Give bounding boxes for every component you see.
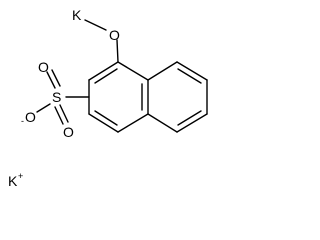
bond-s-o-lower-b — [59, 104, 69, 123]
double-bond-c5-c6 — [177, 68, 202, 84]
bond-s-o-lower-a — [54, 106, 64, 125]
structure-diagram: K O S O O O - K + — [8, 7, 208, 189]
label-oxygen-anion: O — [25, 109, 36, 125]
label-cation-charge: + — [18, 171, 23, 181]
label-oxygen-lower: O — [63, 124, 74, 140]
label-oxygen-upper: O — [38, 59, 49, 75]
bond-c1-c8a — [117, 113, 149, 133]
bond-s-o-upper-b — [51, 69, 61, 87]
double-bond-c2-c1 — [94, 110, 118, 126]
bond-s-o-anion — [36, 103, 51, 113]
bond-c2-c1 — [88, 113, 119, 133]
bond-k-o — [84, 19, 107, 31]
bonds — [36, 19, 208, 133]
molecule-svg: K O S O O O - K + — [8, 7, 208, 189]
bond-c8-c8a — [147, 113, 178, 133]
bond-c5-c6 — [176, 61, 208, 81]
label-potassium-ion: K — [8, 173, 18, 189]
bond-s-o-upper-a — [46, 71, 56, 89]
label-sulfur: S — [52, 89, 61, 105]
bond-c4-c3 — [88, 61, 119, 81]
bond-c4a-c5 — [147, 61, 178, 81]
double-bond-c4-c3 — [94, 68, 118, 84]
double-bond-c7-c8 — [177, 110, 202, 126]
bond-c7-c8 — [176, 113, 208, 133]
label-anion-charge: - — [21, 116, 24, 126]
label-potassium-top: K — [72, 7, 82, 23]
bond-c4a-c4 — [117, 61, 149, 81]
label-oxygen-top: O — [109, 27, 120, 43]
bond-o-c4 — [116, 39, 119, 63]
